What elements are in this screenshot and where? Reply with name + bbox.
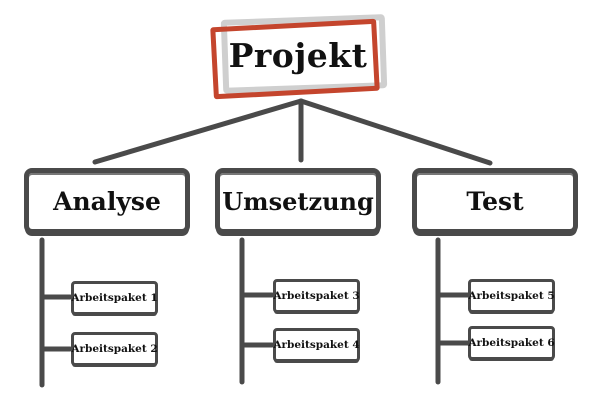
- work-package-2: Arbeitspaket 2: [71, 332, 158, 366]
- phase-node-test: Test: [412, 168, 578, 234]
- work-package-label: Arbeitspaket 2: [71, 343, 158, 355]
- work-package-4: Arbeitspaket 4: [273, 328, 360, 362]
- work-package-label: Arbeitspaket 3: [273, 290, 360, 302]
- work-package-5: Arbeitspaket 5: [468, 279, 555, 313]
- work-package-label: Arbeitspaket 5: [468, 290, 555, 302]
- work-package-label: Arbeitspaket 6: [468, 337, 555, 349]
- root-label: Projekt: [228, 35, 368, 75]
- root-node-projekt: Projekt: [210, 14, 388, 100]
- phase-label: Umsetzung: [222, 186, 374, 216]
- work-package-1: Arbeitspaket 1: [71, 281, 158, 315]
- phase-node-analyse: Analyse: [24, 168, 190, 234]
- work-package-3: Arbeitspaket 3: [273, 279, 360, 313]
- work-package-label: Arbeitspaket 4: [273, 339, 360, 351]
- phase-node-umsetzung: Umsetzung: [215, 168, 381, 234]
- work-package-6: Arbeitspaket 6: [468, 326, 555, 360]
- work-package-label: Arbeitspaket 1: [71, 292, 158, 304]
- phase-label: Test: [466, 186, 524, 216]
- phase-label: Analyse: [53, 186, 161, 216]
